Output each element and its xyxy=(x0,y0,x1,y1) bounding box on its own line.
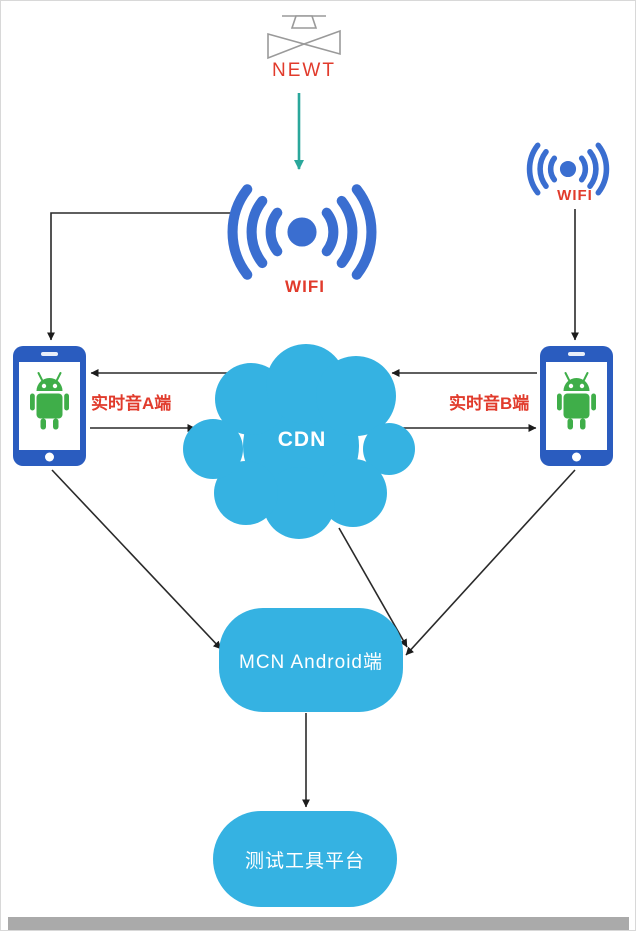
test-platform-node: 测试工具平台 xyxy=(213,811,397,907)
android-phone-a-icon xyxy=(13,346,86,466)
edge-phone-a-to-mcn xyxy=(51,469,222,650)
newt-icon xyxy=(267,15,341,60)
wifi-icon-right xyxy=(530,145,607,192)
newt-label: NEWT xyxy=(272,60,336,81)
wifi-main-label: WIFI xyxy=(285,277,325,296)
edge-phone-b-to-mcn xyxy=(405,469,576,656)
client-a-label: 实时音A端 xyxy=(91,394,172,413)
android-phone-b-icon xyxy=(540,346,613,466)
wifi-right-label: WIFI xyxy=(557,187,593,204)
edge-wifi-to-phone-a xyxy=(47,212,234,341)
wifi-icon-main xyxy=(233,189,372,275)
mcn-android-node: MCN Android端 xyxy=(219,608,403,712)
cloud-shape-cdn xyxy=(183,344,415,539)
bottom-gray-bar xyxy=(8,917,629,930)
client-b-label: 实时音B端 xyxy=(449,394,530,413)
test-platform-label: 测试工具平台 xyxy=(244,850,365,872)
mcn-android-label: MCN Android端 xyxy=(239,651,383,673)
cdn-label: CDN xyxy=(277,428,327,451)
